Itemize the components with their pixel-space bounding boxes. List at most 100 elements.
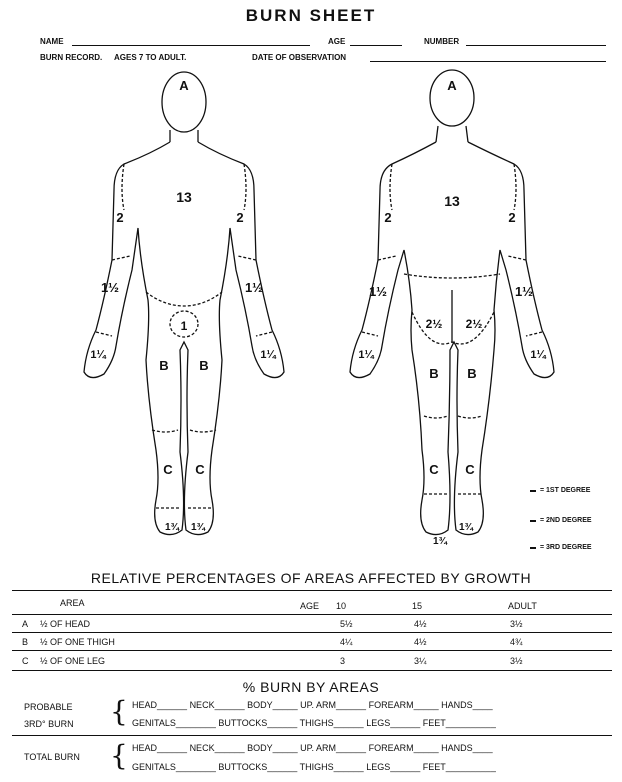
field-forearm-label: FOREARM xyxy=(369,700,414,710)
front-label-right-upper-arm: 2 xyxy=(236,210,243,225)
probable-row-1: HEAD______ NECK______ BODY_____ UP. ARM_… xyxy=(132,700,493,710)
back-label-left-thigh: B xyxy=(429,366,438,381)
body-diagrams: A 13 2 2 1½ 1½ 1 1¼ 1¼ B B C C 1¾ 1¾ A 1… xyxy=(0,60,622,565)
back-label-left-upper-arm: 2 xyxy=(384,210,391,225)
front-label-head: A xyxy=(179,78,189,93)
probable-row-2: GENITALS________ BUTTOCKS______ THIGHS__… xyxy=(132,718,496,728)
table-rule-top xyxy=(12,590,612,591)
back-label-left-foot: 1¾ xyxy=(433,536,448,547)
front-label-left-hand: 1¼ xyxy=(90,349,106,361)
back-label-right-forearm: 1½ xyxy=(515,284,533,299)
field-head-label: HEAD xyxy=(132,743,157,753)
row-b-adult: 4¾ xyxy=(510,637,523,647)
row-a-key: A xyxy=(22,619,28,629)
front-label-right-leg: C xyxy=(195,462,205,477)
field-genitals-label: GENITALS xyxy=(132,762,176,772)
row-c-age-10: 3 xyxy=(340,656,345,666)
probable-brace: { xyxy=(110,698,128,726)
age-label: AGE xyxy=(328,37,345,46)
front-label-left-upper-arm: 2 xyxy=(116,210,123,225)
field-head-label: HEAD xyxy=(132,700,157,710)
burn-areas-title: % BURN BY AREAS xyxy=(0,679,622,695)
probable-label: PROBABLE xyxy=(24,702,73,712)
front-label-body: 13 xyxy=(176,189,192,205)
total-row-1: HEAD______ NECK______ BODY_____ UP. ARM_… xyxy=(132,743,493,753)
front-label-left-thigh: B xyxy=(159,358,168,373)
table-rule xyxy=(12,614,612,615)
row-c-label: ½ OF ONE LEG xyxy=(40,656,105,666)
section-divider xyxy=(12,735,612,736)
front-label-left-forearm: 1½ xyxy=(101,280,119,295)
back-label-left-buttock: 2½ xyxy=(426,317,443,331)
back-label-body: 13 xyxy=(444,193,460,209)
front-label-left-foot: 1¾ xyxy=(165,522,180,533)
col-header-area: AREA xyxy=(60,598,85,608)
back-label-right-foot: 1¾ xyxy=(459,522,474,533)
legend-first-degree: = 1ST DEGREE xyxy=(540,487,590,494)
row-c-adult: 3½ xyxy=(510,656,523,666)
number-field[interactable] xyxy=(466,45,606,46)
name-label: NAME xyxy=(40,37,64,46)
field-forearm-label: FOREARM xyxy=(369,743,414,753)
field-thighs-label: THIGHS xyxy=(300,762,334,772)
front-figure xyxy=(84,72,284,535)
back-label-left-forearm: 1½ xyxy=(369,284,387,299)
row-a-age-10: 5½ xyxy=(340,619,353,629)
name-field[interactable] xyxy=(72,45,310,46)
back-label-head: A xyxy=(447,78,457,93)
field-legs-label: LEGS xyxy=(366,762,390,772)
front-label-genitals: 1 xyxy=(181,319,188,333)
field-genitals-label: GENITALS xyxy=(132,718,176,728)
row-a-age-15: 4½ xyxy=(414,619,427,629)
row-b-label: ½ OF ONE THIGH xyxy=(40,637,115,647)
age-field[interactable] xyxy=(350,45,402,46)
field-legs-label: LEGS xyxy=(366,718,390,728)
field-thighs-label: THIGHS xyxy=(300,718,334,728)
growth-table-title: RELATIVE PERCENTAGES OF AREAS AFFECTED B… xyxy=(0,570,622,586)
table-rule xyxy=(12,632,612,633)
total-row-2: GENITALS________ BUTTOCKS______ THIGHS__… xyxy=(132,762,496,772)
page-title: BURN SHEET xyxy=(0,6,622,26)
row-b-age-15: 4½ xyxy=(414,637,427,647)
field-feet-label: FEET xyxy=(423,718,446,728)
field-up-arm-label: UP. ARM xyxy=(300,700,336,710)
field-body-label: BODY xyxy=(247,743,273,753)
back-label-right-upper-arm: 2 xyxy=(508,210,515,225)
number-label: NUMBER xyxy=(424,37,459,46)
field-hands-label: HANDS xyxy=(441,700,473,710)
field-neck-label: NECK xyxy=(190,743,215,753)
total-brace: { xyxy=(110,742,128,770)
row-c-key: C xyxy=(22,656,29,666)
row-a-adult: 3½ xyxy=(510,619,523,629)
back-label-right-leg: C xyxy=(465,462,475,477)
field-hands-label: HANDS xyxy=(441,743,473,753)
field-buttocks-label: BUTTOCKS xyxy=(218,762,267,772)
front-label-right-thigh: B xyxy=(199,358,208,373)
back-label-left-leg: C xyxy=(429,462,439,477)
col-header-age-15: 15 xyxy=(412,601,422,611)
back-figure xyxy=(350,70,554,535)
back-label-right-buttock: 2½ xyxy=(466,317,483,331)
field-up-arm-label: UP. ARM xyxy=(300,743,336,753)
field-body-label: BODY xyxy=(247,700,273,710)
legend-third-degree: = 3RD DEGREE xyxy=(540,544,592,551)
field-buttocks-label: BUTTOCKS xyxy=(218,718,267,728)
row-b-key: B xyxy=(22,637,28,647)
front-label-right-forearm: 1½ xyxy=(245,280,263,295)
front-label-right-hand: 1¼ xyxy=(260,349,276,361)
back-label-left-hand: 1¼ xyxy=(358,349,374,361)
col-header-age: AGE xyxy=(300,601,319,611)
legend-second-degree: = 2ND DEGREE xyxy=(540,517,592,524)
third-degree-label: 3RD° BURN xyxy=(24,719,74,729)
field-neck-label: NECK xyxy=(190,700,215,710)
row-b-age-10: 4¼ xyxy=(340,637,353,647)
col-header-age-10: 10 xyxy=(336,601,346,611)
front-label-left-leg: C xyxy=(163,462,173,477)
table-rule xyxy=(12,650,612,651)
back-label-right-hand: 1¼ xyxy=(530,349,546,361)
col-header-adult: ADULT xyxy=(508,601,537,611)
front-label-right-foot: 1¾ xyxy=(191,522,206,533)
table-rule-bottom xyxy=(12,670,612,671)
row-c-age-15: 3¼ xyxy=(414,656,427,666)
back-label-right-thigh: B xyxy=(467,366,476,381)
